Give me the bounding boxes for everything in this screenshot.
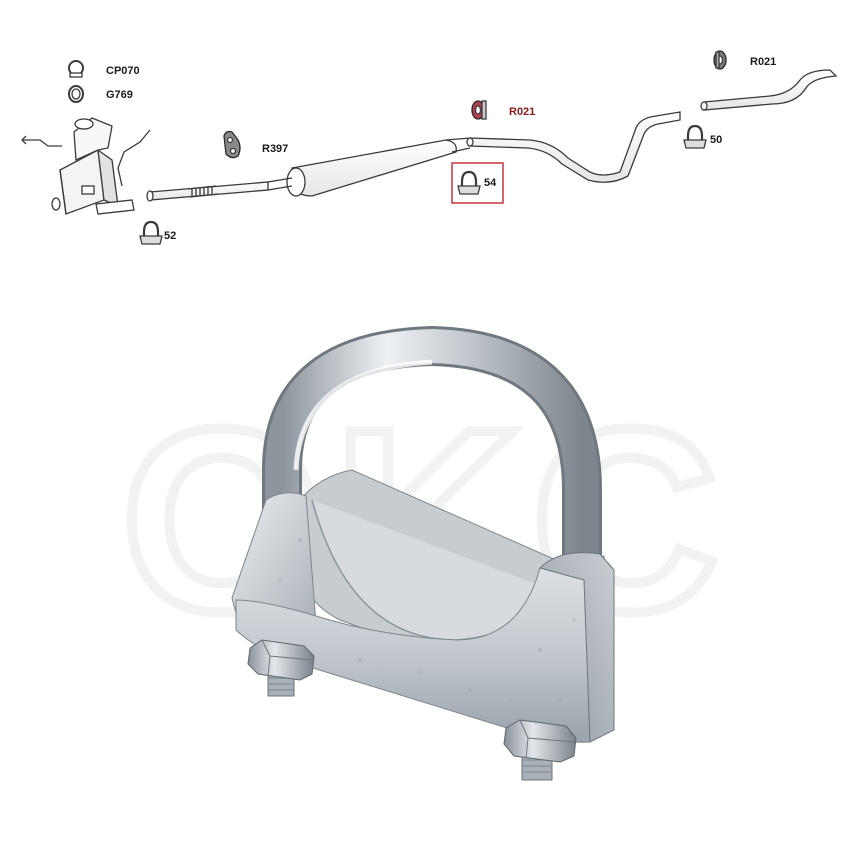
metal-texture xyxy=(278,538,576,702)
gasket-g769-icon[interactable] xyxy=(68,85,84,103)
middle-muffler xyxy=(267,137,471,197)
label-54: 54 xyxy=(484,177,497,189)
sensor-wire-right xyxy=(117,129,151,187)
clamp-cp070-icon[interactable] xyxy=(68,60,84,78)
saddle-right-wing xyxy=(539,552,615,743)
rubber-ring-r021-icon[interactable] xyxy=(471,100,487,120)
clamp-54-icon[interactable] xyxy=(457,170,481,195)
selected-part-box xyxy=(451,162,504,204)
catalytic-converter xyxy=(51,117,135,215)
exhaust-diagram xyxy=(21,50,838,245)
label-g769: G769 xyxy=(106,89,133,101)
label-r397: R397 xyxy=(262,143,288,155)
tail-pipe xyxy=(700,69,838,111)
label-r021-rear: R021 xyxy=(750,56,776,68)
label-50: 50 xyxy=(710,134,722,146)
clamp-52-icon[interactable] xyxy=(139,220,163,245)
rubber-ring-r021-rear-icon[interactable] xyxy=(713,50,727,70)
sensor-wire-left xyxy=(22,139,62,147)
left-nut xyxy=(247,639,315,681)
label-cp070: CP070 xyxy=(106,65,140,77)
clamp-50-icon[interactable] xyxy=(683,124,707,149)
u-bolt-clamp-image xyxy=(231,325,615,781)
sensor-wire-left-2 xyxy=(21,135,27,145)
hanger-r397-icon[interactable] xyxy=(223,130,241,159)
label-r021-front: R021 xyxy=(509,106,535,118)
saddle-front-plate xyxy=(235,558,591,743)
right-nut xyxy=(503,719,577,763)
front-pipe xyxy=(146,181,269,202)
rear-pipe xyxy=(466,111,681,183)
label-52: 52 xyxy=(164,230,176,242)
